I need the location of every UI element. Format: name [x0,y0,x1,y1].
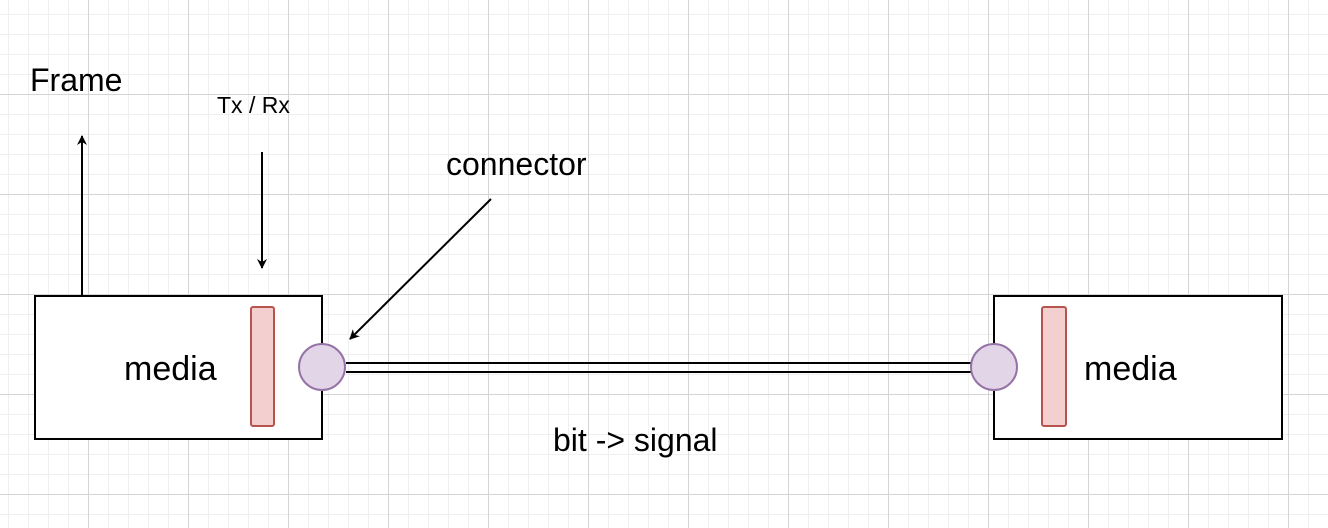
media-label-left: media [124,350,217,388]
connector-left [298,343,346,391]
bit-to-signal-label: bit -> signal [553,422,718,458]
media-label-right: media [1084,350,1177,388]
connector-label: connector [446,146,587,182]
frame-label: Frame [30,62,123,98]
txrx-bar-right [1041,306,1067,427]
connector-pointer-arrow [349,198,492,340]
txrx-label: Tx / Rx [217,92,290,118]
txrx-bar-left [250,306,275,427]
connector-right [970,343,1018,391]
